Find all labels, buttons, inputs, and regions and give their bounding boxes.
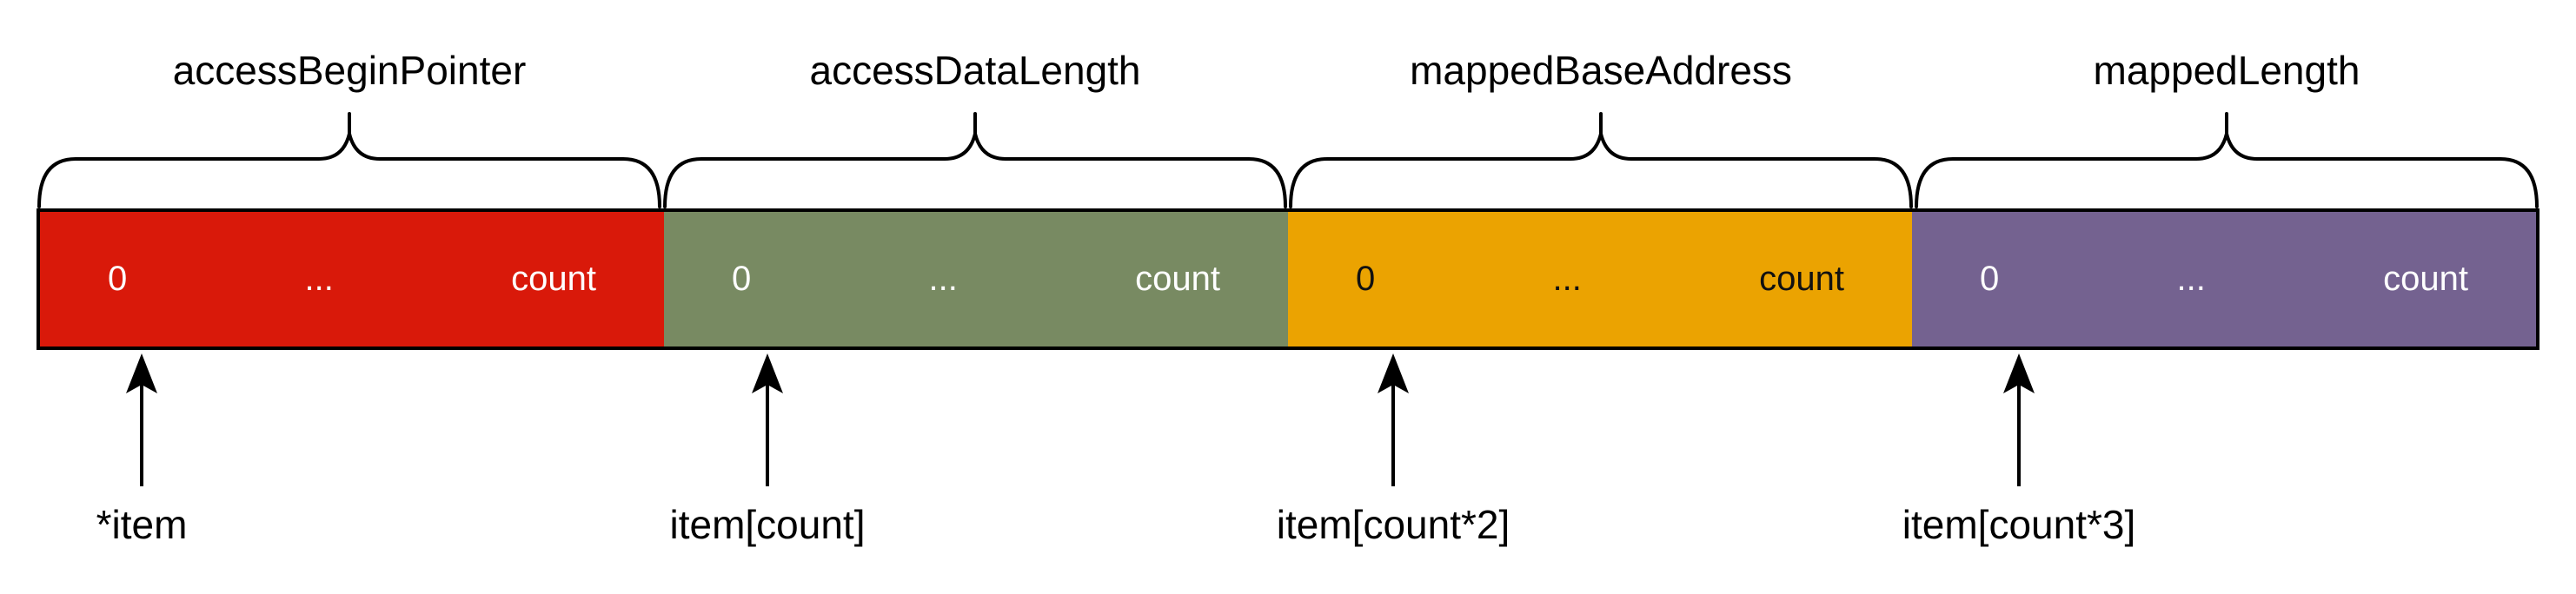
cell-ellipsis: ... [1552,260,1582,298]
memory-bar: 0 ... count 0 ... count 0 ... count 0 ..… [37,208,2539,350]
cell-start: 0 [1356,260,1376,298]
cell-ellipsis: ... [928,260,958,298]
brace-icon [1915,112,2539,208]
pointer-label-item-count3: item[count*3] [1902,502,2136,547]
field-label-mappedBaseAddress: mappedBaseAddress [1410,48,1792,93]
field-label-accessBeginPointer: accessBeginPointer [172,48,527,93]
field-label-accessDataLength: accessDataLength [809,48,1141,93]
segment-accessDataLength: 0 ... count [664,212,1288,346]
cell-start: 0 [732,260,752,298]
cell-start: 0 [1980,260,2000,298]
cell-ellipsis: ... [304,260,334,298]
cell-end: count [1135,260,1220,298]
brace-icon [663,112,1287,208]
pointer-arrow-icon [752,353,783,486]
pointer-label-item-count2: item[count*2] [1276,502,1510,547]
segment-accessBeginPointer: 0 ... count [40,212,664,346]
cell-end: count [511,260,596,298]
pointer-arrow-icon [1378,353,1409,486]
cell-end: count [2383,260,2468,298]
pointer-label-item: *item [96,502,188,547]
brace-icon [1289,112,1913,208]
segment-mappedLength: 0 ... count [1912,212,2536,346]
cell-ellipsis: ... [2176,260,2206,298]
brace-icon [37,112,661,208]
cell-end: count [1759,260,1844,298]
field-label-mappedLength: mappedLength [2093,48,2360,93]
pointer-arrow-icon [2003,353,2035,486]
pointer-arrow-icon [126,353,157,486]
cell-start: 0 [108,260,128,298]
pointer-label-item-count: item[count] [669,502,866,547]
segment-mappedBaseAddress: 0 ... count [1288,212,1912,346]
